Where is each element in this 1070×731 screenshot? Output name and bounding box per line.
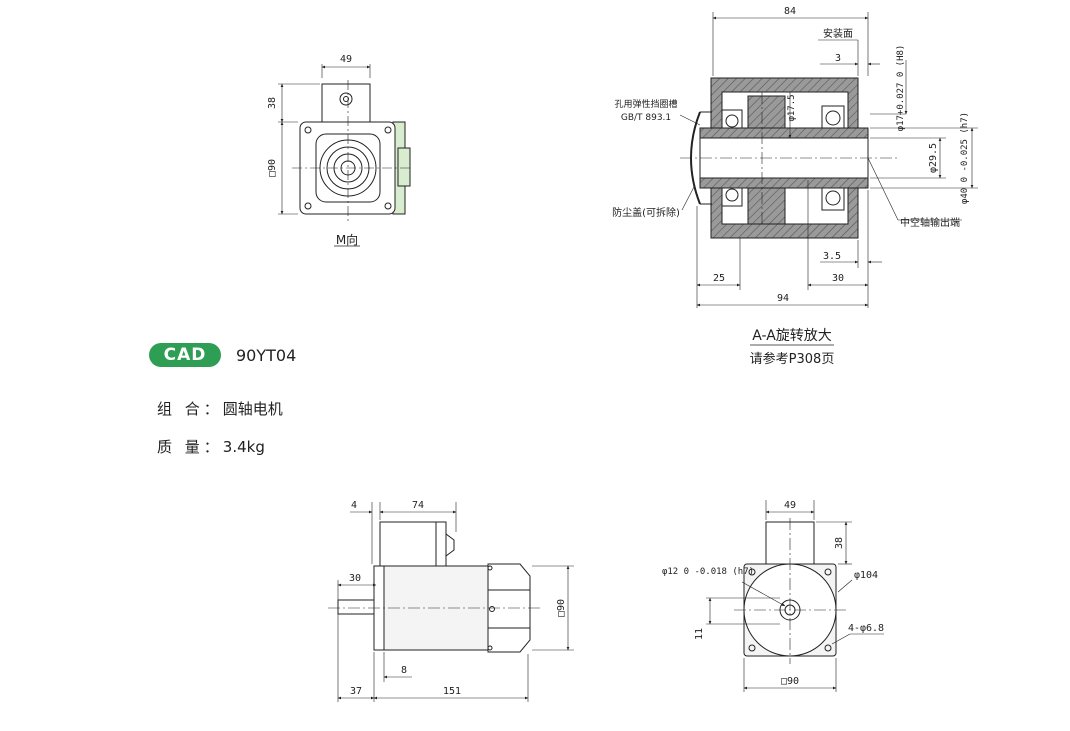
front-dim-38: 38 <box>834 537 845 549</box>
mount-face-label: 安装面 <box>823 27 853 40</box>
section-dim-84: 84 <box>784 6 796 17</box>
section-view <box>679 12 978 346</box>
cad-badge[interactable]: CAD <box>149 343 221 367</box>
m-view-dim-90: □90 <box>267 159 278 177</box>
front-dim-104: φ104 <box>854 570 878 581</box>
mass-label: 质 量： <box>157 438 223 456</box>
section-dim-30: 30 <box>832 273 844 284</box>
hollow-exit-label: 中空轴输出端 <box>900 216 960 229</box>
side-dim-8: 8 <box>401 665 407 676</box>
m-view-dim-49: 49 <box>340 54 352 65</box>
front-holes-label: 4-φ6.8 <box>848 623 884 634</box>
section-dim-17-5: φ17.5 <box>787 94 797 121</box>
combo-row: 组 合：圆轴电机 <box>157 398 283 419</box>
front-dim-49: 49 <box>784 500 796 511</box>
mass-row: 质 量：3.4kg <box>157 436 265 457</box>
section-dim-94: 94 <box>777 293 789 304</box>
side-dim-90: □90 <box>556 599 567 617</box>
side-dim-151: 151 <box>443 686 461 697</box>
mass-value: 3.4kg <box>222 438 265 456</box>
front-dim-90: □90 <box>781 676 799 687</box>
shaft-fit-label: φ40 0 -0.025 (h7) <box>960 112 970 204</box>
side-dim-74: 74 <box>412 500 424 511</box>
side-dim-4: 4 <box>351 500 357 511</box>
m-view <box>278 64 411 247</box>
m-view-caption: M向 <box>336 232 358 247</box>
section-dim-3-5: 3.5 <box>823 251 841 262</box>
section-title: A-A旋转放大 <box>752 328 832 344</box>
section-dim-25: 25 <box>713 273 725 284</box>
section-dim-29-5: φ29.5 <box>928 143 939 173</box>
side-dim-37: 37 <box>350 686 362 697</box>
front-view <box>706 500 884 692</box>
side-view <box>328 502 574 702</box>
bore-fit-label: φ17+0.027 0 (H8) <box>896 45 906 132</box>
model-number: 90YT04 <box>236 346 297 365</box>
section-dim-3: 3 <box>835 53 841 64</box>
dust-cover-label: 防尘盖(可拆除) <box>612 206 680 219</box>
front-shaft-fit: φ12 0 -0.018 (h7) <box>662 567 754 577</box>
side-dim-30: 30 <box>349 573 361 584</box>
section-subtitle: 请参考P308页 <box>750 351 835 367</box>
front-dim-11: 11 <box>694 628 705 640</box>
snap-ring-label-1: 孔用弹性挡圈槽 <box>614 98 677 110</box>
m-view-dim-38: 38 <box>267 97 278 109</box>
combo-value: 圆轴电机 <box>222 400 283 418</box>
combo-label: 组 合： <box>157 400 223 418</box>
snap-ring-label-2: GB/T 893.1 <box>621 113 671 123</box>
